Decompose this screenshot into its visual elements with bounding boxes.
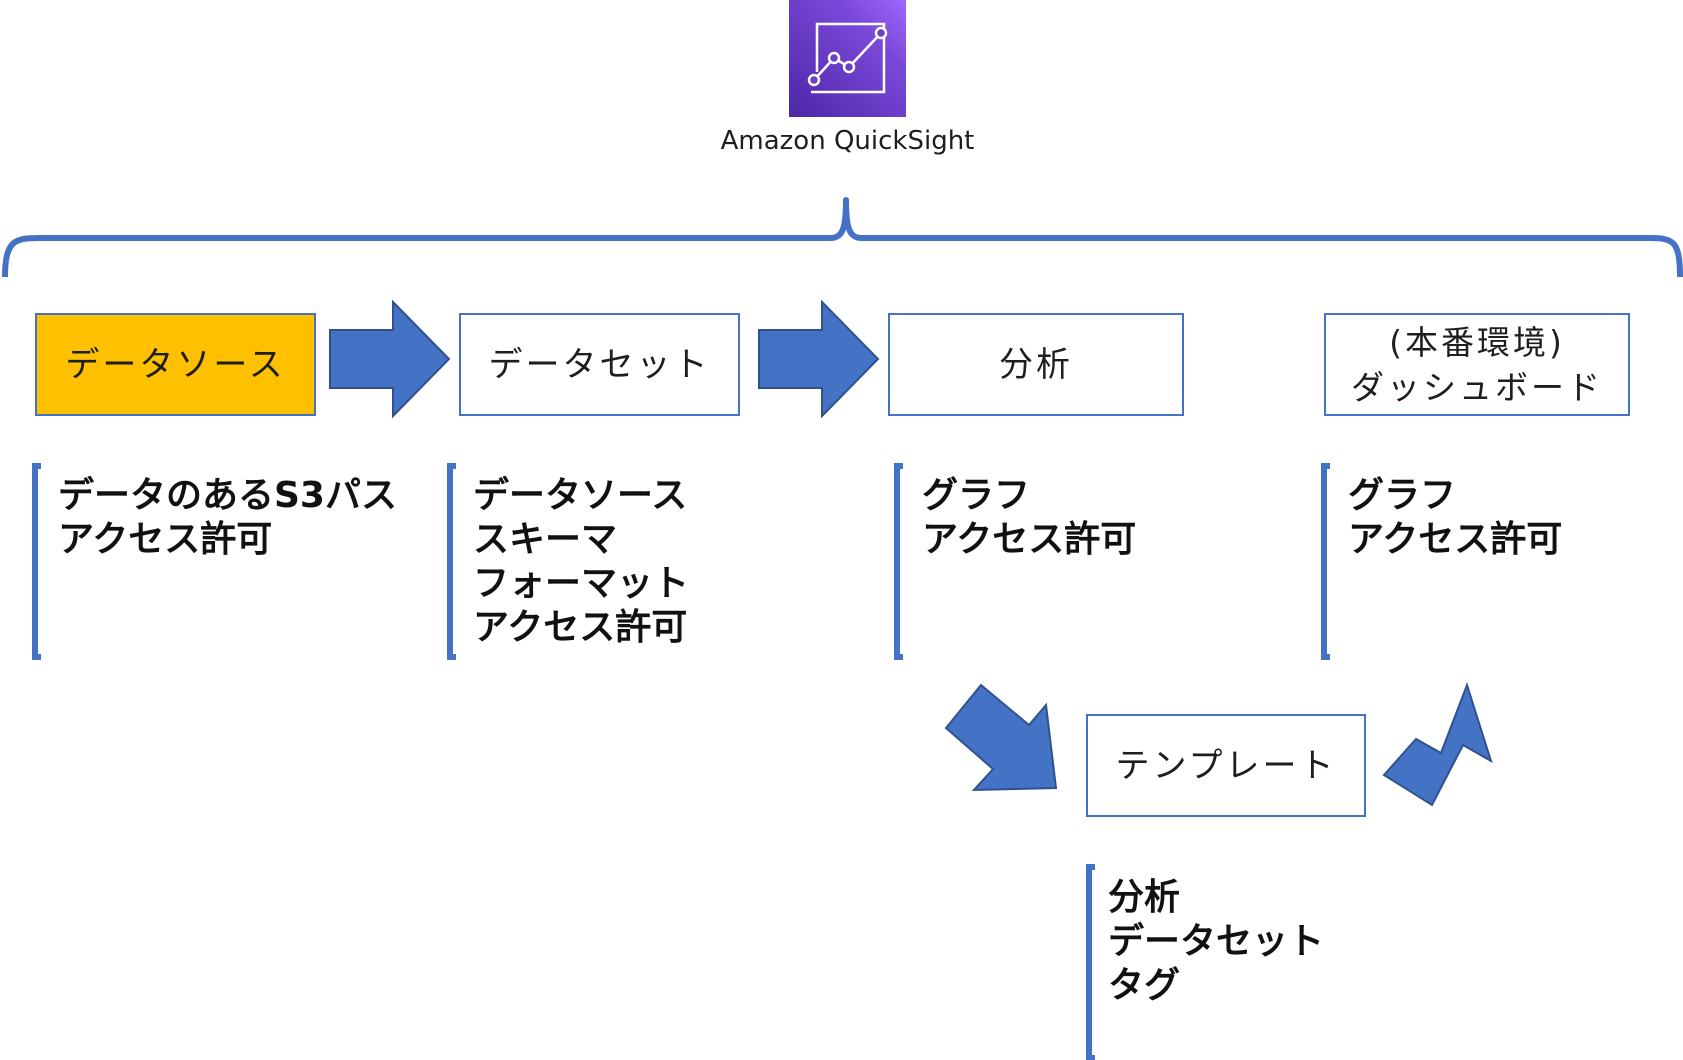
notes-datasource: データのあるS3パス アクセス許可 [58,474,397,562]
stage-label: データセット [488,344,711,385]
notes-dashboard: グラフ アクセス許可 [1348,474,1562,562]
note-line: タグ [1108,965,1181,1006]
stage-label: テンプレート [1115,745,1337,786]
stage-label: ダッシュボード [1351,367,1603,407]
note-line: フォーマット [473,563,690,604]
stage-datasource: データソース [35,313,316,416]
note-bracket-template [1086,864,1095,1060]
logo-caption: Amazon QuickSight [720,126,975,156]
note-line: アクセス許可 [1348,519,1563,560]
arrow-datasource-to-dataset [329,299,451,419]
note-line: アクセス許可 [58,519,273,560]
arrow-analysis-to-template [944,683,1058,792]
stage-dashboard: (本番環境) ダッシュボード [1324,313,1630,416]
note-bracket-analysis [894,463,903,660]
stage-label: データソース [65,344,286,385]
note-line: 分析 [1108,877,1181,918]
stage-analysis: 分析 [888,313,1184,416]
stage-template: テンプレート [1086,714,1366,817]
stage-label: 分析 [999,344,1073,385]
stage-label-env: (本番環境) [1389,322,1565,362]
note-bracket-datasource [32,463,41,660]
note-line: データソース [473,475,688,516]
note-line: データセット [1108,921,1325,962]
quicksight-logo [789,0,906,117]
quicksight-chart-icon [807,22,888,94]
group-brace [2,197,1683,278]
notes-template: 分析 データセット タグ [1108,876,1324,1008]
arrow-dataset-to-analysis [758,299,880,419]
note-line: スキーマ [473,519,618,560]
note-line: アクセス許可 [473,607,688,648]
note-bracket-dashboard [1321,463,1330,660]
note-line: グラフ [1348,475,1457,516]
note-line: グラフ [922,475,1031,516]
note-line: アクセス許可 [922,519,1137,560]
stage-dataset: データセット [459,313,740,416]
note-bracket-dataset [447,463,456,660]
arrow-template-to-dashboard [1382,681,1493,807]
notes-dataset: データソース スキーマ フォーマット アクセス許可 [473,474,689,650]
notes-analysis: グラフ アクセス許可 [922,474,1136,562]
note-line: データのあるS3パス [58,475,397,516]
